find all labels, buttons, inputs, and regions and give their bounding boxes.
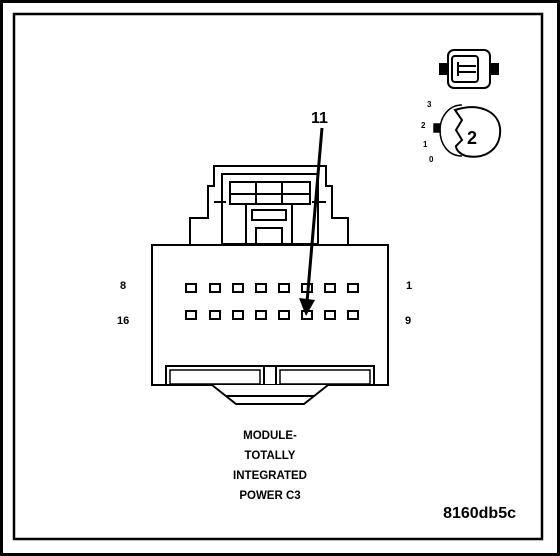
caption-line-1: MODULE- bbox=[243, 430, 297, 442]
lock-position-icon bbox=[433, 104, 502, 158]
image-code: 8160db5c bbox=[443, 505, 516, 522]
connector-side-icon bbox=[439, 49, 499, 89]
pin-label-9: 9 bbox=[405, 315, 412, 327]
callout-arrow bbox=[299, 127, 324, 316]
lock-position-1: 1 bbox=[423, 140, 428, 149]
caption-line-3: INTEGRATED bbox=[233, 470, 307, 482]
pin-label-16: 16 bbox=[117, 315, 130, 327]
inner-border bbox=[12, 12, 544, 541]
lock-position-3: 3 bbox=[427, 100, 432, 109]
lock-number: 2 bbox=[467, 128, 478, 148]
connector-skirt bbox=[211, 384, 329, 405]
pin-row-bottom bbox=[185, 310, 359, 320]
caption-line-4: POWER C3 bbox=[239, 490, 301, 502]
diagram-caption: MODULE- TOTALLY INTEGRATED POWER C3 bbox=[170, 426, 370, 506]
lock-position-0: 0 bbox=[429, 155, 434, 164]
lock-position-2: 2 bbox=[421, 121, 426, 130]
pin-label-8: 8 bbox=[120, 280, 127, 292]
pin-label-1: 1 bbox=[406, 280, 413, 292]
callout-label: 11 bbox=[311, 110, 328, 127]
caption-line-2: TOTALLY bbox=[244, 450, 296, 462]
